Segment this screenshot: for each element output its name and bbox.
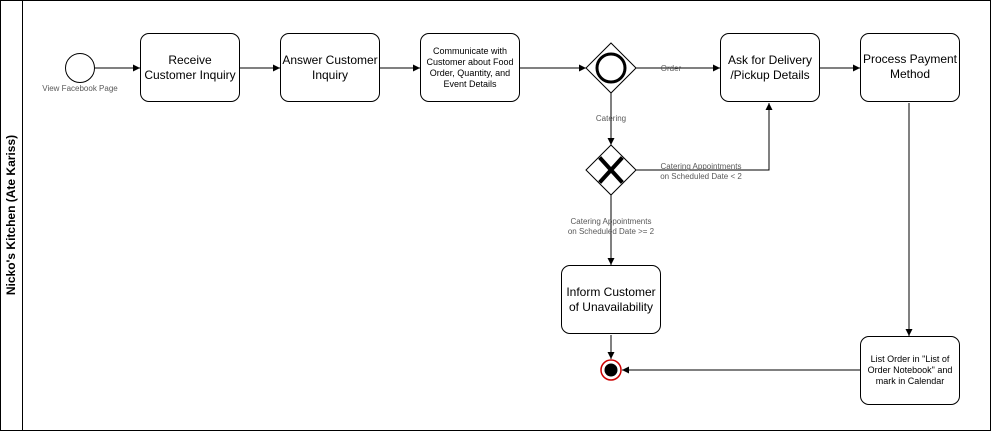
task-answer-customer-inquiry[interactable]: Answer Customer Inquiry bbox=[280, 33, 380, 102]
task-process-payment-label: Process Payment Method bbox=[862, 52, 958, 81]
lane-header: Nicko's Kitchen (Ate Kariss) bbox=[1, 1, 23, 430]
task-communicate-with-customer[interactable]: Communicate with Customer about Food Ord… bbox=[420, 33, 520, 102]
flow-exclusive-to-ask-delivery bbox=[636, 103, 773, 171]
task-inform-unavailability[interactable]: Inform Customer of Unavailability bbox=[561, 265, 661, 334]
flow-label-catering-lt2: Catering Appointments on Scheduled Date … bbox=[660, 162, 742, 181]
task-inform-label: Inform Customer of Unavailability bbox=[566, 284, 656, 314]
flow-label-catering-gte2: Catering Appointments on Scheduled Date … bbox=[567, 217, 655, 236]
event-based-gateway bbox=[585, 42, 637, 94]
task-ask-delivery-pickup[interactable]: Ask for Delivery /Pickup Details bbox=[720, 33, 820, 102]
task-list-order[interactable]: List Order in "List of Order Notebook" a… bbox=[860, 336, 960, 405]
task-process-payment[interactable]: Process Payment Method bbox=[860, 33, 960, 102]
flow-label-catering: Catering bbox=[595, 114, 627, 123]
end-event bbox=[600, 359, 622, 381]
task-list-order-label: List Order in "List of Order Notebook" a… bbox=[867, 354, 953, 386]
task-ask-delivery-label: Ask for Delivery /Pickup Details bbox=[727, 52, 813, 82]
task-answer-label: Answer Customer Inquiry bbox=[282, 52, 378, 82]
start-event-label: View Facebook Page bbox=[42, 84, 118, 93]
task-receive-label: Receive Customer Inquiry bbox=[144, 52, 236, 82]
start-event bbox=[65, 53, 95, 83]
flow-label-order: Order bbox=[660, 64, 682, 73]
task-receive-customer-inquiry[interactable]: Receive Customer Inquiry bbox=[140, 33, 240, 102]
exclusive-gateway bbox=[585, 144, 637, 196]
task-communicate-label: Communicate with Customer about Food Ord… bbox=[426, 45, 514, 89]
